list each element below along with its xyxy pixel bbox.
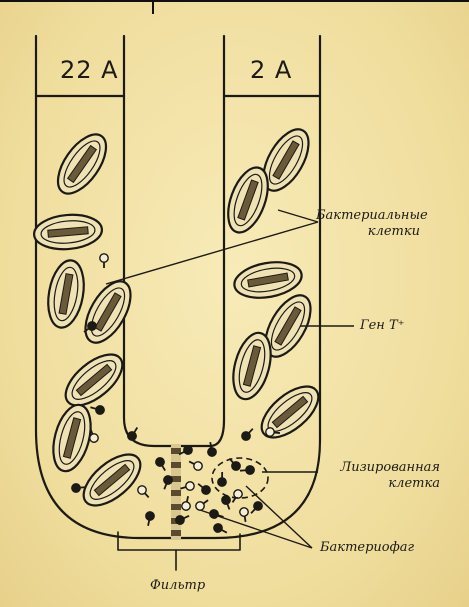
lysed-cell-label-line1: Лизированная	[320, 460, 440, 476]
bacteriophage-particle	[221, 495, 234, 511]
gene-label: Ген T⁺	[360, 318, 405, 334]
bacteriophage-particle	[196, 481, 212, 496]
leader-bacterial-cells-2	[278, 210, 318, 222]
lysed-cell-label-line2: клетка	[320, 476, 440, 492]
bacterial-cell	[76, 274, 139, 350]
bacteriophage-label: Бактериофаг	[320, 540, 414, 556]
bacteriophage-particle	[239, 507, 250, 522]
tube-inner-wall	[124, 36, 224, 446]
bacteriophage-particle	[194, 497, 210, 512]
leader-phage-2	[246, 486, 312, 548]
bacterial-cell	[253, 377, 327, 447]
lysed-cell-label: Лизированная клетка	[320, 460, 440, 492]
left-tube-label: 22 A	[60, 56, 119, 84]
bacterial-cell	[49, 126, 116, 201]
bacteriophage-particle	[240, 466, 255, 475]
filter-label: Фильтр	[150, 578, 205, 594]
bacteriophage-particle	[212, 522, 228, 536]
bacterial-cells-label: Бактериальные клетки	[316, 208, 420, 240]
bacterial-cells-label-line1: Бактериальные	[316, 208, 420, 224]
bacteriophage-particle	[179, 481, 195, 493]
bacteriophage-particle	[240, 426, 256, 442]
bacteriophage-particle	[209, 509, 225, 521]
bacterial-cell	[33, 212, 104, 252]
filter-membrane	[171, 444, 181, 540]
bacterial-cells-label-line2: клетки	[316, 224, 420, 240]
bacteriophage-particle	[126, 425, 141, 441]
bacterial-cell	[43, 258, 88, 331]
bacteriophage-particle	[136, 484, 152, 500]
bacteriophage-particle	[218, 472, 227, 486]
bacteriophage-particle	[89, 403, 105, 415]
bacteriophage-particle	[248, 500, 264, 516]
right-tube-label: 2 A	[250, 56, 292, 84]
bacterial-cell	[57, 345, 131, 415]
bacteriophage-particle	[154, 456, 169, 472]
bacteriophage-particle	[100, 254, 108, 268]
bacteriophage-particle	[229, 488, 244, 504]
bacteriophage-particle	[144, 511, 155, 527]
bacteriophage-particle	[181, 495, 192, 511]
bacteriophage-particle	[187, 458, 203, 472]
bacterial-cell	[75, 445, 149, 515]
